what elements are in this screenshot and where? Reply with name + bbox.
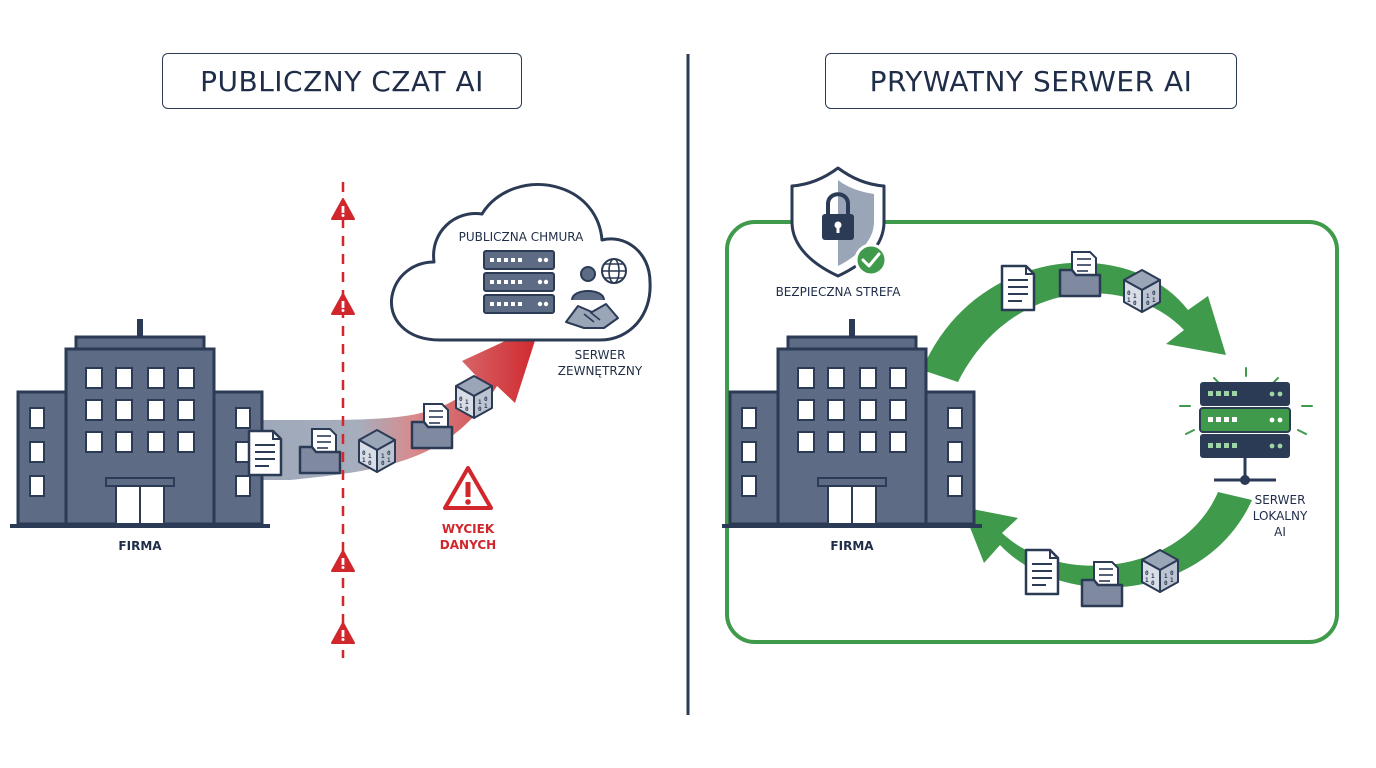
external-server-label-line1: SERWER <box>574 348 626 362</box>
data-cube-icon <box>358 429 396 473</box>
right-company-label: FIRMA <box>830 539 874 553</box>
folder-icon <box>410 402 454 450</box>
globe-icon <box>601 258 627 284</box>
secure-zone-label: BEZPIECZNA STREFA <box>775 285 901 299</box>
warning-icon <box>331 198 355 220</box>
data-cube-icon <box>1141 549 1179 593</box>
document-icon <box>1000 264 1036 312</box>
building-icon <box>8 317 272 530</box>
folder-icon <box>1058 250 1102 298</box>
document-icon <box>247 429 283 477</box>
document-icon <box>1024 548 1060 596</box>
right-panel <box>720 166 1339 644</box>
warning-icon <box>331 622 355 644</box>
data-cube-icon <box>455 375 493 419</box>
left-panel-title: PUBLICZNY CZAT AI <box>162 53 522 109</box>
left-company-label: FIRMA <box>118 539 162 553</box>
local-server-label-line3: AI <box>1274 525 1286 539</box>
warning-icon <box>331 550 355 572</box>
leak-flow-arrow <box>210 325 540 480</box>
data-leak-label: WYCIEK DANYCH <box>428 521 508 553</box>
left-panel <box>8 182 652 658</box>
local-server-label-line2: LOKALNY <box>1252 509 1308 523</box>
local-server-icon <box>1179 367 1313 485</box>
data-cube-icon <box>1123 269 1161 313</box>
external-server-label-line2: ZEWNĘTRZNY <box>557 364 643 378</box>
data-leak-label-line1: WYCIEK <box>441 522 495 536</box>
warning-icon <box>331 293 355 315</box>
check-badge-icon <box>854 243 888 277</box>
local-server-label-line1: SERWER <box>1254 493 1306 507</box>
right-panel-title: PRYWATNY SERWER AI <box>825 53 1237 109</box>
cloud-label: PUBLICZNA CHMURA <box>458 230 584 244</box>
secure-zone-frame <box>725 220 1339 644</box>
handshake-icon <box>565 266 619 329</box>
data-leak-label-line2: DANYCH <box>439 538 497 552</box>
data-leak-warning-icon <box>443 466 493 510</box>
server-rack-icon <box>483 250 555 314</box>
local-server-label: SERWER LOKALNY AI <box>1240 492 1320 540</box>
external-server-label: SERWER ZEWNĘTRZNY <box>548 347 652 379</box>
